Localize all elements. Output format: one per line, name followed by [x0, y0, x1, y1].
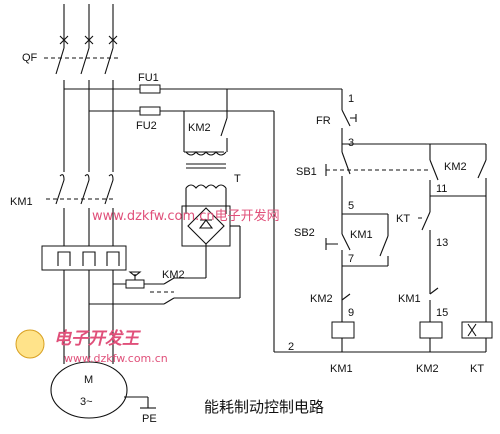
coil-km2-label: KM2 — [416, 363, 439, 375]
sb2-button — [341, 233, 351, 251]
kt-contact — [418, 211, 431, 231]
watermark-url-bottom: www.dzkfw.com.cn — [64, 352, 168, 365]
fuse-fu2 — [139, 106, 161, 116]
km2-top-contact-label: KM2 — [188, 122, 211, 134]
sb1-label: SB1 — [296, 166, 317, 178]
km2-interlock-label: KM2 — [310, 293, 333, 305]
pe-label: PE — [142, 413, 157, 425]
node-2-label: 2 — [288, 341, 294, 353]
fu2-label: FU2 — [136, 120, 157, 132]
fu1-label: FU1 — [138, 72, 159, 84]
qf-label: QF — [22, 52, 38, 64]
watermark-logo-text: 电子开发王 — [54, 329, 141, 349]
coil-kt — [461, 321, 493, 339]
node-3-label: 3 — [348, 137, 354, 149]
motor-symbol — [50, 361, 128, 419]
diagram-caption: 能耗制动控制电路 — [204, 398, 324, 416]
qf-breaker-marks — [59, 35, 118, 45]
node-7-label: 7 — [348, 253, 354, 265]
transformer-label: T — [234, 173, 241, 185]
power-circuit: QF FU1 FU2 KM1 — [10, 4, 342, 425]
km1-interlock-label: KM1 — [398, 293, 421, 305]
km1-main-contacts — [46, 174, 116, 205]
km2-brake-label: KM2 — [162, 269, 185, 281]
node-9-label: 9 — [348, 307, 354, 319]
coil-km2 — [419, 321, 443, 339]
watermark-url-top: www.dzkfw.com.cn电子开发网 — [92, 208, 280, 224]
control-circuit: 2 1 FR 3 SB1 5 SB2 KM1 7 KM2 9 — [273, 89, 493, 375]
coil-km1-label: KM1 — [330, 363, 353, 375]
motor-phase-label: 3~ — [80, 396, 93, 408]
kt-contact-label: KT — [396, 213, 410, 225]
node-5-label: 5 — [348, 200, 354, 212]
node-15-label: 15 — [436, 307, 448, 319]
km2-aux-label: KM2 — [444, 161, 467, 173]
km1-aux-contact — [379, 235, 389, 257]
braking-circuit: KM2 T KM2 — [89, 89, 241, 305]
km1-aux-label: KM1 — [350, 229, 373, 241]
coil-km1 — [331, 321, 355, 339]
fr-contact — [341, 109, 357, 127]
brake-resistor — [125, 279, 145, 289]
thermal-relay-fr-block — [41, 245, 127, 271]
coil-kt-label: KT — [470, 363, 484, 375]
node-13-label: 13 — [436, 237, 448, 249]
sb1-button — [341, 151, 351, 175]
sb2-label: SB2 — [294, 227, 315, 239]
watermark: www.dzkfw.com.cn电子开发网 电子开发王 www.dzkfw.co… — [15, 208, 280, 365]
watermark-logo-icon — [15, 329, 45, 359]
motor-label: M — [84, 374, 93, 386]
fr-label: FR — [316, 115, 331, 127]
fuse-fu1 — [139, 84, 161, 94]
km1-main-label: KM1 — [10, 196, 33, 208]
node-11-label: 11 — [436, 183, 447, 195]
node-1-label: 1 — [348, 93, 354, 105]
